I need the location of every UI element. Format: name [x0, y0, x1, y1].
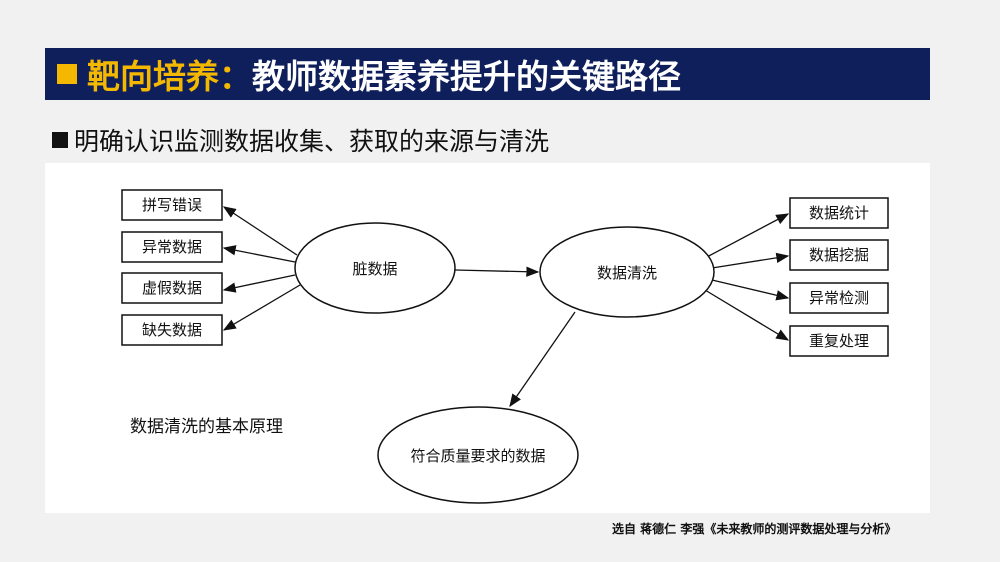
left-box-label: 虚假数据 — [142, 279, 202, 297]
left-box-label: 拼写错误 — [142, 196, 202, 214]
title-bar: 靶向培养： 教师数据素养提升的关键路径 — [45, 48, 930, 100]
subtitle-text: 明确认识监测数据收集、获取的来源与清洗 — [74, 127, 550, 156]
data-cleaning-node — [539, 226, 715, 318]
dirty-data-label: 脏数据 — [352, 260, 397, 278]
diagram-caption: 数据清洗的基本原理 — [130, 417, 283, 437]
right-box-label: 重复处理 — [809, 332, 869, 350]
subtitle: 明确认识监测数据收集、获取的来源与清洗 — [52, 122, 549, 158]
right-box — [789, 282, 889, 314]
right-box — [789, 325, 889, 357]
right-box-label: 异常检测 — [809, 289, 869, 307]
title-main: 教师数据素养提升的关键路径 — [252, 57, 681, 96]
data-cleaning-label: 数据清洗 — [597, 264, 657, 282]
source-citation: 选自 蒋德仁 李强《未来教师的测评数据处理与分析》 — [612, 522, 897, 536]
dirty-data-node — [294, 222, 456, 314]
left-box — [121, 314, 223, 346]
bullet-square — [52, 132, 68, 148]
bullet-square — [57, 64, 77, 84]
quality-data-node — [377, 406, 579, 504]
left-box-label: 异常数据 — [142, 238, 202, 256]
right-box-label: 数据挖掘 — [809, 246, 869, 264]
right-box-label: 数据统计 — [809, 204, 869, 222]
right-box — [789, 239, 889, 271]
title-highlight: 靶向培养： — [87, 57, 252, 96]
left-box — [121, 231, 223, 263]
data-cleaning-diagram: 脏数据 数据清洗 符合质量要求的数据 拼写错误 异常数据 虚假数据 缺失数据 数… — [45, 163, 930, 513]
left-box — [121, 189, 223, 221]
left-box — [121, 272, 223, 304]
quality-data-label: 符合质量要求的数据 — [410, 447, 545, 465]
left-box-label: 缺失数据 — [142, 321, 202, 339]
right-box — [789, 197, 889, 229]
